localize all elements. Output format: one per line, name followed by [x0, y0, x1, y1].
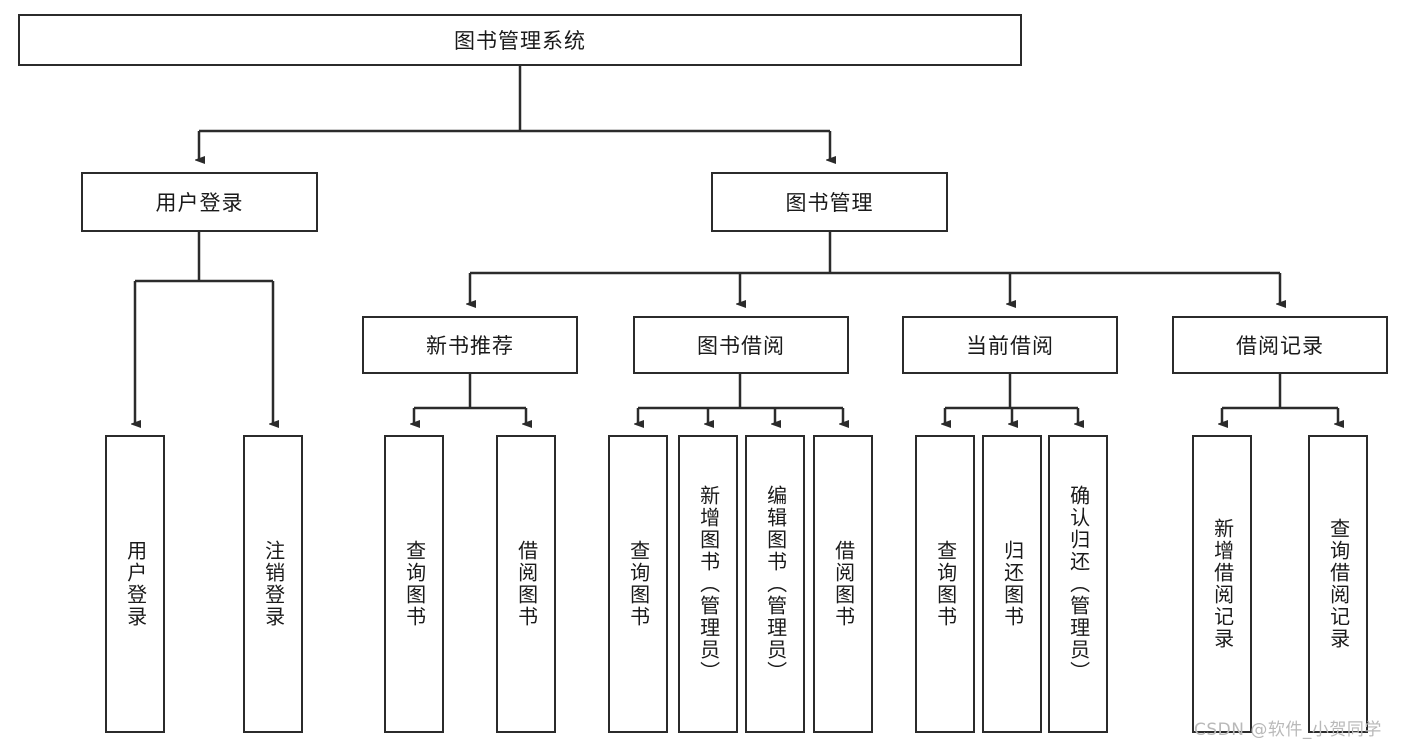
node-current-borrow[interactable]: 当前借阅 [902, 316, 1118, 374]
node-leaf-query-book-2-label: 查询图书 [626, 540, 651, 628]
node-root[interactable]: 图书管理系统 [18, 14, 1022, 66]
node-leaf-logout-login[interactable]: 注销登录 [243, 435, 303, 733]
node-user-login-label: 用户登录 [155, 191, 244, 215]
node-leaf-query-book-1-label: 查询图书 [402, 540, 427, 628]
node-leaf-query-borrow-record-label: 查询借阅记录 [1326, 518, 1351, 650]
node-leaf-add-borrow-record[interactable]: 新增借阅记录 [1192, 435, 1252, 733]
node-borrow-record-label: 借阅记录 [1236, 334, 1324, 358]
node-leaf-return-book-label: 归还图书 [1000, 540, 1025, 628]
node-leaf-query-borrow-record[interactable]: 查询借阅记录 [1308, 435, 1368, 733]
node-leaf-logout-login-label: 注销登录 [261, 540, 286, 628]
node-leaf-confirm-return-label: 确认归还（管理员） [1066, 485, 1091, 683]
node-leaf-return-book[interactable]: 归还图书 [982, 435, 1042, 733]
node-leaf-edit-book[interactable]: 编辑图书（管理员） [745, 435, 805, 733]
node-leaf-query-book-2[interactable]: 查询图书 [608, 435, 668, 733]
node-leaf-borrow-book-2[interactable]: 借阅图书 [813, 435, 873, 733]
node-user-login[interactable]: 用户登录 [81, 172, 318, 232]
node-leaf-borrow-book-1[interactable]: 借阅图书 [496, 435, 556, 733]
node-leaf-confirm-return[interactable]: 确认归还（管理员） [1048, 435, 1108, 733]
node-leaf-user-login[interactable]: 用户登录 [105, 435, 165, 733]
node-leaf-edit-book-label: 编辑图书（管理员） [763, 485, 788, 683]
node-leaf-add-borrow-record-label: 新增借阅记录 [1210, 518, 1235, 650]
node-book-management-label: 图书管理 [785, 191, 874, 215]
watermark-text: CSDN @软件_小贺同学 [1194, 720, 1382, 740]
node-leaf-borrow-book-1-label: 借阅图书 [514, 540, 539, 628]
node-book-borrow[interactable]: 图书借阅 [633, 316, 849, 374]
node-leaf-borrow-book-2-label: 借阅图书 [831, 540, 856, 628]
node-leaf-query-book-3[interactable]: 查询图书 [915, 435, 975, 733]
node-current-borrow-label: 当前借阅 [966, 334, 1054, 358]
node-borrow-record[interactable]: 借阅记录 [1172, 316, 1388, 374]
node-leaf-query-book-3-label: 查询图书 [933, 540, 958, 628]
node-new-book-recommend[interactable]: 新书推荐 [362, 316, 578, 374]
node-leaf-add-book[interactable]: 新增图书（管理员） [678, 435, 738, 733]
node-book-borrow-label: 图书借阅 [697, 334, 785, 358]
node-root-label: 图书管理系统 [454, 29, 586, 53]
node-leaf-query-book-1[interactable]: 查询图书 [384, 435, 444, 733]
node-leaf-add-book-label: 新增图书（管理员） [696, 485, 721, 683]
node-book-management[interactable]: 图书管理 [711, 172, 948, 232]
node-leaf-user-login-label: 用户登录 [123, 540, 148, 628]
node-new-book-recommend-label: 新书推荐 [426, 334, 514, 358]
